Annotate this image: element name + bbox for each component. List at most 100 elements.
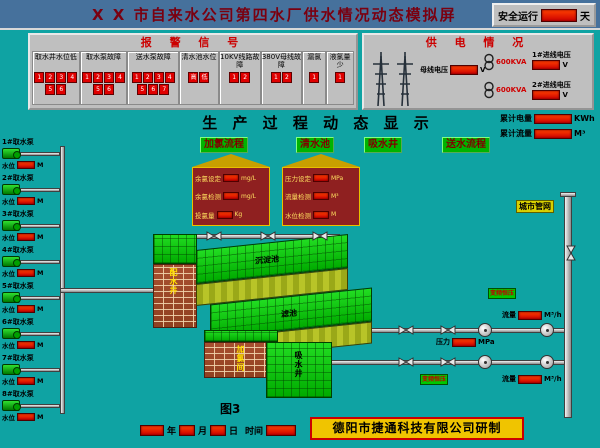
row-label: 余氯检测 bbox=[195, 193, 221, 202]
alarm-indicator: 2 bbox=[240, 72, 251, 83]
pipe-stub bbox=[20, 331, 60, 336]
water-level-value-display bbox=[17, 341, 35, 349]
stage-label-delivery: 送水流程 bbox=[442, 137, 490, 153]
alarm-indicator: 7 bbox=[159, 84, 170, 95]
transformer-icon bbox=[484, 81, 494, 99]
alarm-indicator: 1 bbox=[335, 72, 346, 83]
figure-label: 图3 bbox=[220, 402, 241, 416]
alarm-indicator: 6 bbox=[56, 84, 67, 95]
total-flow-value-display bbox=[534, 128, 572, 139]
tank-label: 吸水井 bbox=[294, 351, 303, 378]
pump-icon bbox=[2, 220, 21, 231]
pump-name: 7#取水泵 bbox=[2, 354, 34, 362]
alarm-indicator: 2 bbox=[281, 72, 292, 83]
alarm-indicator: 3 bbox=[56, 72, 67, 83]
transformer-rating: 600KVA bbox=[496, 58, 527, 66]
total-flow-unit: M³ bbox=[574, 129, 586, 138]
pump-icon bbox=[2, 400, 21, 411]
flow-display-1: 流量 M³/h bbox=[502, 310, 562, 320]
alarm-indicator: 2 bbox=[45, 72, 56, 83]
alarm-indicator-row: 1 bbox=[303, 71, 325, 104]
row-label: 流量检测 bbox=[285, 193, 311, 202]
alarm-group-label: 漏氯 bbox=[307, 53, 322, 61]
pipe-stub bbox=[20, 295, 60, 300]
pump-name: 4#取水泵 bbox=[2, 246, 34, 254]
row-label: 压力设定 bbox=[285, 175, 311, 184]
pipe-city-network bbox=[564, 196, 572, 418]
flow-unit: M³/h bbox=[544, 311, 562, 319]
pump-name: 2#取水泵 bbox=[2, 174, 34, 182]
alarm-group-4: 清水池水位高低 bbox=[179, 51, 219, 105]
total-energy-display: 累计电量 KWh bbox=[500, 113, 595, 124]
row-value-display bbox=[313, 192, 329, 201]
row-label: 水位检测 bbox=[285, 211, 311, 220]
alarm-group-label: 送水泵故障 bbox=[135, 53, 171, 61]
incoming-voltage-unit: V bbox=[562, 61, 568, 69]
alarm-indicator: 6 bbox=[104, 84, 115, 95]
alarm-indicator: 1 bbox=[309, 72, 320, 83]
pump-icon bbox=[2, 148, 21, 159]
alarm-group-label: 清水池水位 bbox=[181, 53, 217, 61]
incoming-voltage-display bbox=[532, 90, 560, 100]
transformer-rating: 600KVA bbox=[496, 86, 527, 94]
pump-icon bbox=[2, 364, 21, 375]
house-roof bbox=[282, 154, 360, 167]
pipe-city-network-cap bbox=[560, 192, 576, 197]
pump-graphic-row bbox=[2, 291, 60, 304]
pump-name: 6#取水泵 bbox=[2, 318, 34, 326]
day-unit: 日 bbox=[229, 427, 239, 437]
safe-run-days-display bbox=[541, 8, 577, 22]
pump-icon bbox=[2, 184, 21, 195]
pump-graphic-row bbox=[2, 183, 60, 196]
alarm-indicator: 2 bbox=[142, 72, 153, 83]
row-label: 投氯量 bbox=[195, 211, 215, 220]
water-level-unit: M bbox=[37, 197, 44, 205]
alarm-indicator: 1 bbox=[270, 72, 281, 83]
water-level-unit: M bbox=[37, 377, 44, 385]
intake-pump-unit-7: 7#取水泵水位 M bbox=[2, 354, 60, 390]
total-energy-value-display bbox=[534, 113, 572, 124]
pump-graphic-row bbox=[2, 147, 60, 160]
water-level-unit: M bbox=[37, 161, 44, 169]
transmission-tower-icon bbox=[397, 52, 413, 106]
alarm-indicator: 5 bbox=[137, 84, 148, 95]
building-chlorination-room: 加氯间 bbox=[204, 330, 278, 378]
row-unit: MPa bbox=[331, 174, 344, 182]
row-value-display bbox=[216, 210, 233, 219]
alarm-group-7: 漏氯 1 bbox=[302, 51, 327, 105]
incoming-voltage-unit: V bbox=[562, 91, 568, 99]
vfd-label: 变频恒压 bbox=[488, 288, 517, 299]
pressure-unit: MPa bbox=[478, 338, 495, 346]
water-level-label: 水位 bbox=[2, 378, 15, 386]
bus-voltage-value-display bbox=[450, 65, 478, 75]
alarm-indicator: 5 bbox=[45, 84, 56, 95]
pipe-stub bbox=[20, 367, 60, 372]
alarm-indicator: 低 bbox=[199, 72, 210, 83]
alarm-indicator-row: 1 bbox=[327, 71, 353, 104]
alarm-indicator-row: 高低 bbox=[180, 71, 218, 104]
screen-title: X X 市自来水公司第四水厂供水情况动态模拟屏 bbox=[92, 5, 457, 24]
stage-label-suction-well: 吸水井 bbox=[364, 137, 402, 153]
pump-graphic-row bbox=[2, 327, 60, 340]
water-level-label: 水位 bbox=[2, 234, 15, 242]
pump-name: 8#取水泵 bbox=[2, 390, 34, 398]
row-value-display bbox=[313, 174, 329, 183]
transformer-1: 600KVA bbox=[484, 53, 526, 71]
alarm-indicator: 1 bbox=[34, 72, 45, 83]
water-level-unit: M bbox=[37, 413, 44, 421]
valve-icon bbox=[440, 357, 456, 367]
safe-run-panel: 安全运行 天 bbox=[492, 3, 596, 27]
time-value-display bbox=[266, 425, 297, 436]
incoming-line-1: 1#进线电压 V bbox=[532, 50, 571, 70]
water-level-display: 水位 M bbox=[2, 376, 60, 386]
